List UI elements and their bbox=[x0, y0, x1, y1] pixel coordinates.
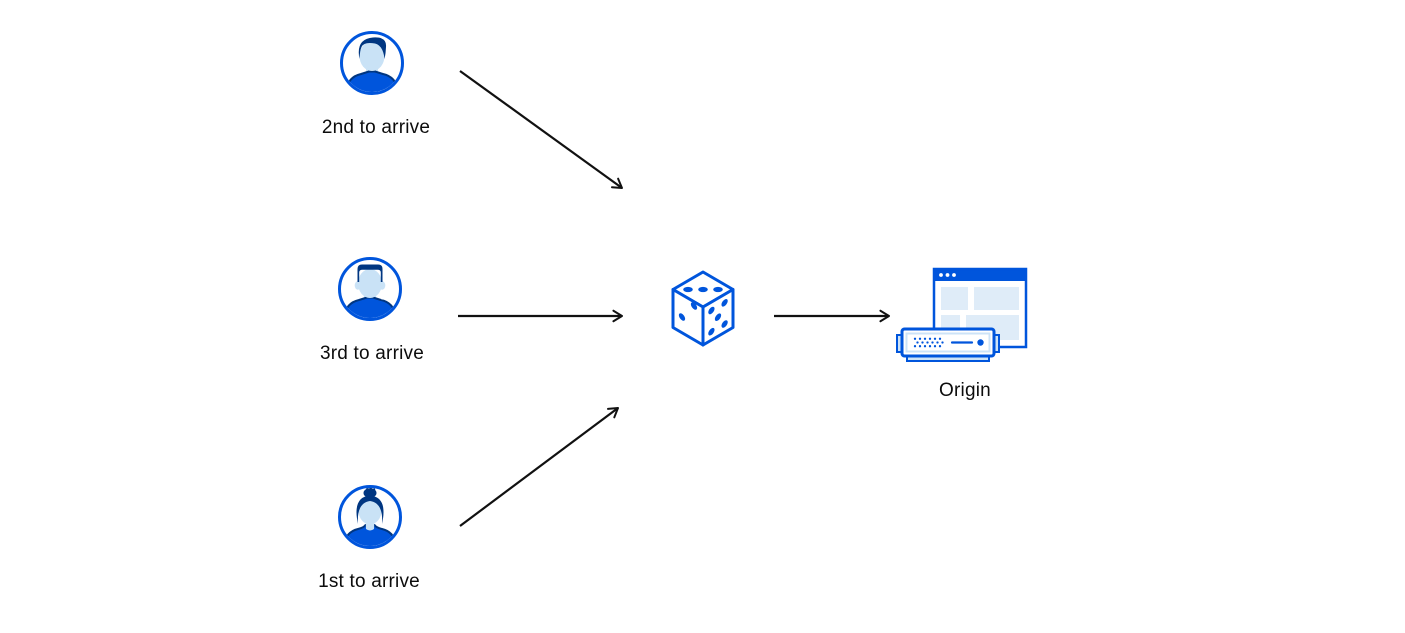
origin-node bbox=[893, 260, 1033, 368]
client-label-2nd: 2nd to arrive bbox=[321, 117, 431, 138]
client-label-1st: 1st to arrive bbox=[318, 571, 420, 592]
client-node-3rd bbox=[337, 256, 403, 322]
client-node-2nd bbox=[339, 30, 405, 96]
dice-node bbox=[669, 268, 737, 348]
user-avatar-man-flattop-icon bbox=[338, 257, 402, 321]
server-vents bbox=[913, 337, 944, 348]
dice-icon bbox=[671, 270, 735, 347]
arrow-client1-to-dice bbox=[459, 407, 619, 527]
client-node-1st bbox=[337, 484, 403, 550]
origin-server-browser-icon bbox=[896, 267, 1028, 362]
origin-label: Origin bbox=[939, 380, 991, 401]
user-avatar-man-quiff-icon bbox=[340, 31, 404, 95]
server-led bbox=[977, 339, 984, 346]
arrow-client2-to-dice bbox=[459, 70, 623, 189]
client-label-3rd: 3rd to arrive bbox=[320, 343, 424, 364]
user-avatar-woman-bun-icon bbox=[338, 485, 402, 549]
